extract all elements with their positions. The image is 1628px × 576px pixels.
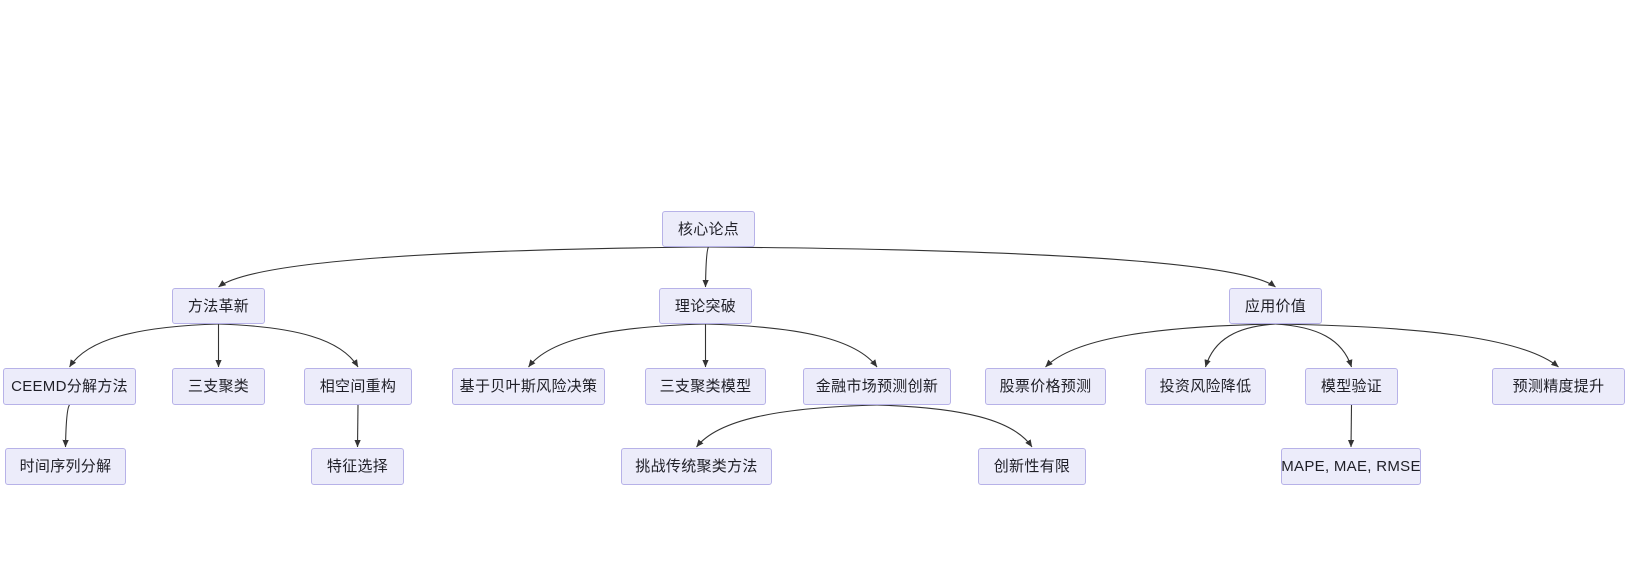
tree-node[interactable]: 投资风险降低 (1145, 368, 1266, 405)
node-label: 创新性有限 (993, 458, 1071, 475)
tree-node[interactable]: 模型验证 (1305, 368, 1398, 405)
node-label: MAPE, MAE, RMSE (1281, 458, 1421, 475)
edge (705, 323, 878, 368)
edge (876, 404, 1033, 448)
tree-node[interactable]: 应用价值 (1229, 288, 1322, 324)
edge (1347, 404, 1355, 448)
tree-node[interactable]: 理论突破 (659, 288, 752, 324)
tree-node[interactable]: 金融市场预测创新 (803, 368, 951, 405)
node-label: 三支聚类模型 (659, 378, 752, 395)
root-node[interactable]: 核心论点 (662, 211, 755, 247)
tree-node[interactable]: MAPE, MAE, RMSE (1281, 448, 1421, 485)
edge (1275, 323, 1559, 368)
node-label: 核心论点 (677, 220, 740, 238)
tree-node[interactable]: 时间序列分解 (5, 448, 126, 485)
edge (218, 323, 359, 368)
tree-node[interactable]: 挑战传统聚类方法 (621, 448, 772, 485)
edge (354, 404, 361, 448)
tree-node[interactable]: 相空间重构 (304, 368, 412, 405)
edge (1045, 323, 1276, 368)
edge (1275, 323, 1353, 368)
node-label: 模型验证 (1320, 378, 1383, 395)
tree-node[interactable]: 三支聚类模型 (645, 368, 766, 405)
node-label: CEEMD分解方法 (11, 378, 128, 395)
edge (69, 323, 219, 368)
tree-node[interactable]: 方法革新 (172, 288, 265, 324)
node-label: 金融市场预测创新 (815, 378, 939, 395)
node-label: 投资风险降低 (1159, 378, 1252, 395)
tree-node[interactable]: 三支聚类 (172, 368, 265, 405)
tree-node[interactable]: 预测精度提升 (1492, 368, 1625, 405)
tree-node[interactable]: 股票价格预测 (985, 368, 1106, 405)
node-label: 预测精度提升 (1512, 378, 1605, 395)
edge (62, 404, 70, 448)
tree-node[interactable]: 创新性有限 (978, 448, 1086, 485)
node-label: 时间序列分解 (19, 458, 112, 475)
edge (702, 246, 709, 288)
node-label: 方法革新 (187, 297, 250, 315)
node-label: 基于贝叶斯风险决策 (459, 378, 598, 395)
node-label: 特征选择 (326, 458, 389, 475)
tree-node[interactable]: 特征选择 (311, 448, 404, 485)
edge (528, 323, 706, 368)
edge-paths (62, 246, 1559, 448)
edge (696, 404, 878, 448)
node-label: 股票价格预测 (999, 378, 1092, 395)
node-label: 应用价值 (1244, 297, 1307, 315)
node-label: 理论突破 (674, 297, 737, 315)
node-label: 挑战传统聚类方法 (635, 458, 758, 475)
node-label: 相空间重构 (319, 378, 397, 395)
edge (218, 246, 709, 288)
edge (1204, 323, 1276, 368)
edge (708, 246, 1276, 288)
tree-node[interactable]: 基于贝叶斯风险决策 (452, 368, 605, 405)
tree-node[interactable]: CEEMD分解方法 (3, 368, 136, 405)
node-label: 三支聚类 (187, 378, 250, 395)
